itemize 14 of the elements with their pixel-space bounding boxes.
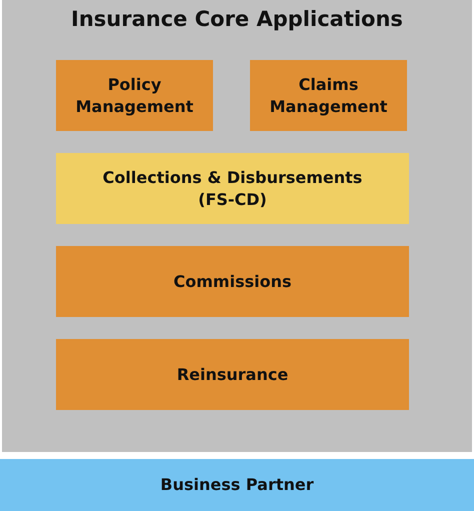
group-panel <box>2 0 472 452</box>
module-box <box>56 153 409 224</box>
module-label: Collections & Disbursements (FS-CD) <box>102 166 364 210</box>
module-label: Reinsurance <box>176 364 288 386</box>
module-box <box>56 60 213 131</box>
group-heading: Insurance Core Applications <box>70 7 404 31</box>
module-label: Business Partner <box>160 474 314 496</box>
foundation-bar <box>0 459 474 511</box>
module-box <box>56 246 409 317</box>
module-label: Claims Management <box>268 74 388 118</box>
module-box <box>250 60 407 131</box>
module-label: Commissions <box>174 270 292 292</box>
module-box <box>56 339 409 410</box>
module-label: Policy Management <box>74 74 194 118</box>
